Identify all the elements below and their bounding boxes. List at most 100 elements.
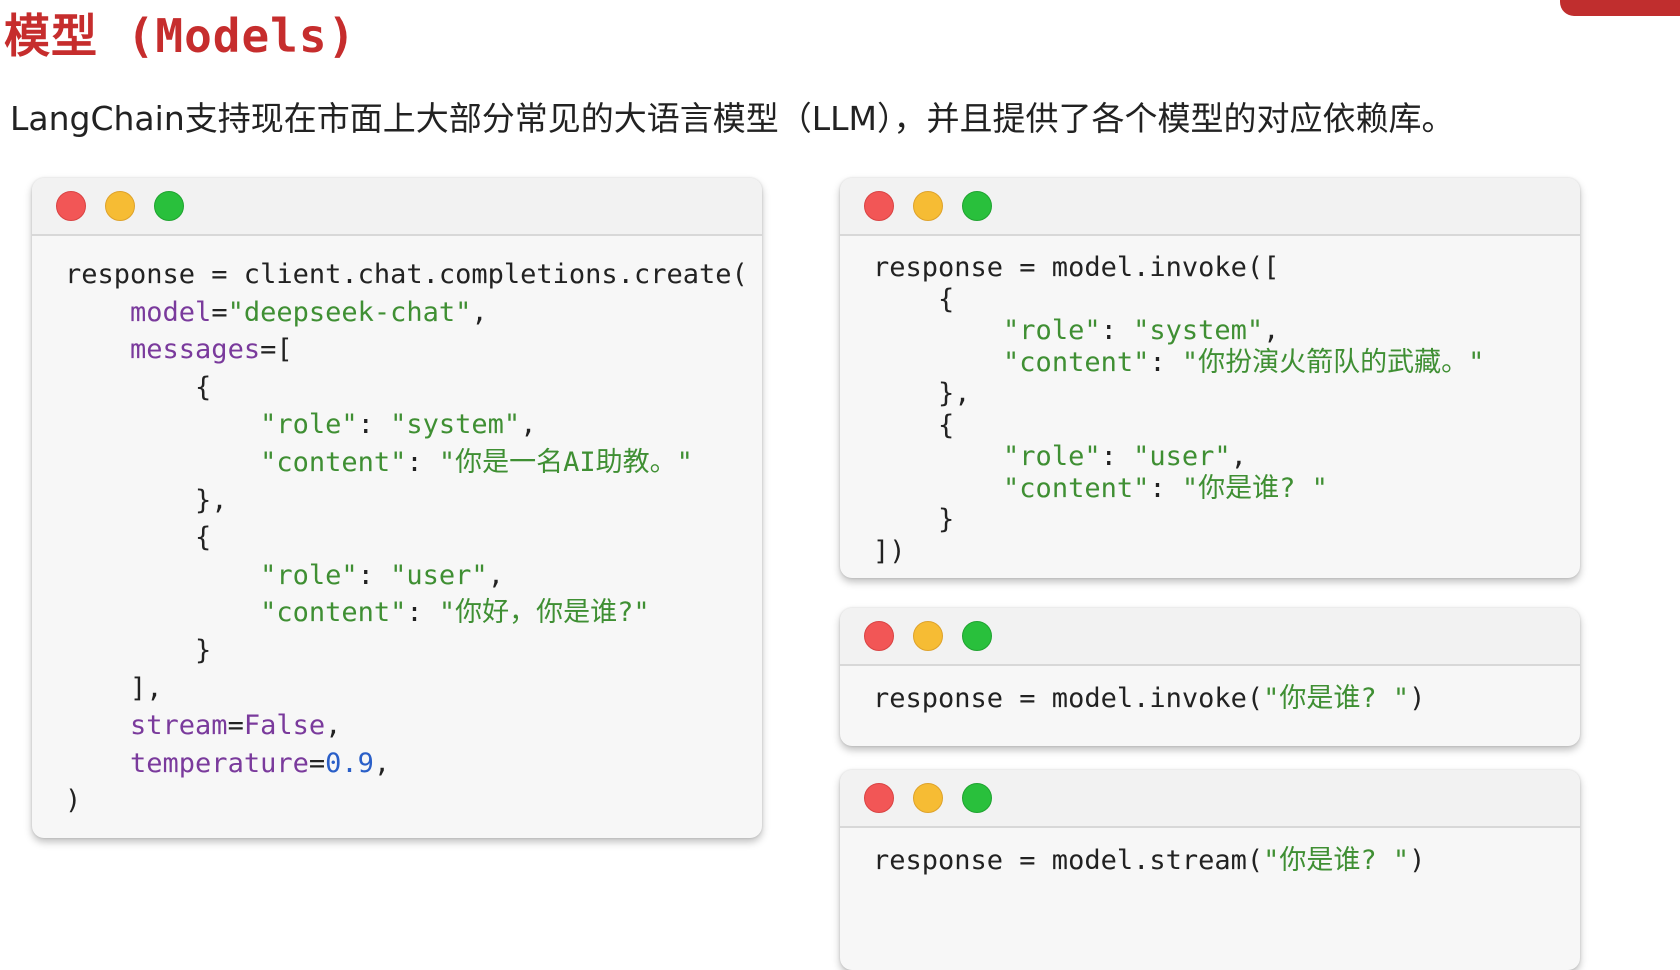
code-token-plain: response = model.invoke([ xyxy=(873,252,1280,283)
code-token-plain: }, xyxy=(65,484,228,516)
code-token-kw: False xyxy=(243,710,326,742)
close-dot-icon xyxy=(56,191,86,221)
code-token-str: "你是谁? " xyxy=(1263,683,1410,714)
code-token-str: "你好，你是谁?" xyxy=(438,597,650,629)
code-token-plain xyxy=(873,473,1003,504)
code-token-plain: { xyxy=(873,409,955,441)
code-token-plain: , xyxy=(520,409,537,441)
code-token-str: "system" xyxy=(390,409,521,441)
code-token-plain xyxy=(873,441,1003,472)
code-token-plain: = xyxy=(308,747,326,779)
code-token-plain: : xyxy=(1149,472,1182,504)
code-token-plain: , xyxy=(373,747,391,779)
code-line: "role": "system", xyxy=(65,406,748,444)
code-token-plain: ], xyxy=(65,672,163,704)
code-line: messages=[ xyxy=(65,331,748,369)
code-token-num: 0.9 xyxy=(325,747,374,779)
corner-accent-tab xyxy=(1560,0,1680,16)
code-token-kw: messages xyxy=(130,334,261,366)
code-token-str: "你扮演火箭队的武藏。" xyxy=(1181,346,1485,378)
code-token-plain xyxy=(65,710,130,741)
maximize-dot-icon xyxy=(962,783,992,813)
code-line: { xyxy=(65,369,748,407)
window-titlebar xyxy=(840,770,1580,828)
code-token-plain: ) xyxy=(65,785,82,817)
code-line: { xyxy=(873,410,1484,442)
code-token-str: "你是谁? " xyxy=(1181,472,1328,504)
code-token-plain: response = client.chat.completions.creat… xyxy=(65,259,748,290)
code-line: }, xyxy=(873,378,1484,410)
code-token-str: "content" xyxy=(1003,346,1150,378)
code-token-plain xyxy=(65,447,260,478)
maximize-dot-icon xyxy=(962,191,992,221)
code-token-plain: , xyxy=(1263,315,1280,346)
code-token-plain: = xyxy=(227,710,244,742)
code-block: response = model.invoke("你是谁? ") xyxy=(873,682,1425,716)
maximize-dot-icon xyxy=(962,621,992,651)
code-token-str: "content" xyxy=(260,446,407,478)
code-line: ) xyxy=(65,782,748,820)
code-token-plain xyxy=(65,334,130,365)
code-token-plain: }, xyxy=(873,378,971,409)
code-token-plain: { xyxy=(873,283,955,315)
code-token-str: "role" xyxy=(1003,441,1101,472)
code-token-kw: stream xyxy=(130,710,228,742)
code-token-plain xyxy=(65,560,260,591)
slide-title: 模型 (Models) xyxy=(4,9,357,63)
code-token-plain: , xyxy=(325,710,342,742)
minimize-dot-icon xyxy=(913,191,943,221)
code-line: "role": "system", xyxy=(873,315,1484,347)
code-token-plain: : xyxy=(357,409,391,441)
code-token-plain xyxy=(65,748,130,779)
code-token-plain: ) xyxy=(1409,845,1426,876)
code-token-str: "deepseek-chat" xyxy=(227,296,472,328)
code-token-str: "你是谁? " xyxy=(1263,845,1410,876)
code-token-plain xyxy=(65,597,260,628)
code-token-plain: response = model.invoke( xyxy=(873,683,1264,714)
code-window-openai-client: response = client.chat.completions.creat… xyxy=(32,178,762,838)
code-line: { xyxy=(65,519,748,557)
code-token-plain: : xyxy=(357,559,391,591)
code-line: response = model.invoke([ xyxy=(873,252,1484,284)
code-token-str: "你是一名AI助教。" xyxy=(438,446,693,478)
code-token-kw: model xyxy=(130,296,212,328)
code-token-str: "role" xyxy=(260,409,358,441)
window-titlebar xyxy=(840,608,1580,666)
code-token-plain: } xyxy=(873,504,955,535)
code-token-plain xyxy=(873,315,1003,346)
code-token-plain: , xyxy=(487,559,504,591)
code-window-model-invoke-string: response = model.invoke("你是谁? ") xyxy=(840,608,1580,746)
code-line: { xyxy=(873,284,1484,316)
code-token-str: "user" xyxy=(390,559,488,591)
maximize-dot-icon xyxy=(154,191,184,221)
code-line: } xyxy=(873,504,1484,536)
minimize-dot-icon xyxy=(105,191,135,221)
code-token-kw: temperature xyxy=(130,747,309,779)
code-line: ]) xyxy=(873,536,1484,568)
code-token-str: "role" xyxy=(260,559,358,591)
code-token-plain: ) xyxy=(1409,683,1426,714)
code-token-plain: , xyxy=(471,296,488,328)
code-token-plain: : xyxy=(1100,315,1134,346)
code-token-plain: response = model.stream( xyxy=(873,845,1264,876)
code-line: "content": "你是一名AI助教。" xyxy=(65,444,748,482)
code-token-str: "user" xyxy=(1133,441,1231,472)
code-token-plain: : xyxy=(1149,346,1182,378)
code-token-plain: { xyxy=(65,522,212,554)
code-line: "content": "你好，你是谁?" xyxy=(65,594,748,632)
code-line: response = model.stream("你是谁? ") xyxy=(873,844,1425,878)
window-titlebar xyxy=(840,178,1580,236)
code-token-plain: { xyxy=(65,371,212,403)
code-token-plain: : xyxy=(1100,441,1134,472)
code-line: "content": "你扮演火箭队的武藏。" xyxy=(873,347,1484,379)
code-line: } xyxy=(65,632,748,670)
minimize-dot-icon xyxy=(913,621,943,651)
code-token-plain xyxy=(873,347,1003,378)
code-line: "role": "user", xyxy=(65,557,748,595)
code-line: model="deepseek-chat", xyxy=(65,294,748,332)
code-block: response = model.stream("你是谁? ") xyxy=(873,844,1425,878)
code-token-str: "content" xyxy=(260,597,407,629)
code-token-plain: : xyxy=(406,446,439,478)
code-block: response = client.chat.completions.creat… xyxy=(65,256,748,820)
close-dot-icon xyxy=(864,621,894,651)
